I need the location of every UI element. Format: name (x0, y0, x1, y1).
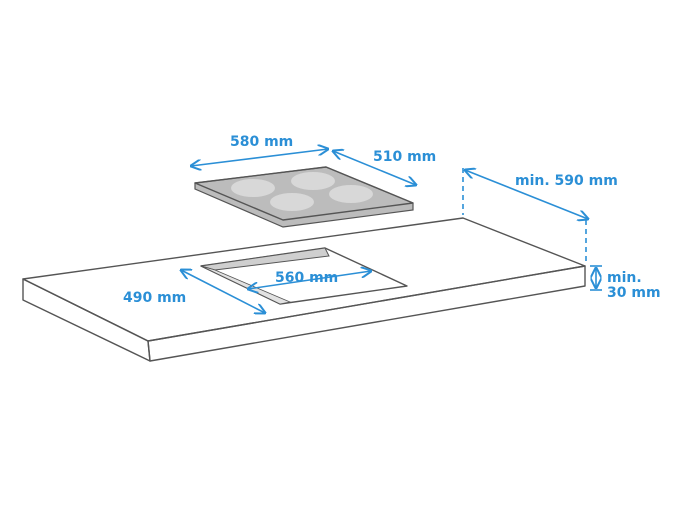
cutout-depth-label: 490 mm (123, 290, 186, 306)
cutout-width-arrow (248, 271, 371, 289)
thickness-label-line2: 30 mm (607, 285, 661, 301)
thickness-label-line1: min. (607, 270, 642, 286)
burner-front-right (329, 185, 373, 203)
hob-width-arrow (191, 149, 328, 166)
hob-width-label: 580 mm (230, 134, 293, 150)
cutout-depth-arrow (181, 270, 265, 313)
hob-depth-label: 510 mm (373, 149, 436, 165)
clearance-back-label: min. 590 mm (515, 173, 618, 189)
burner-back-right (291, 172, 335, 190)
burner-front-left (270, 193, 314, 211)
countertop-side-edge (147, 265, 586, 362)
hob-top (194, 166, 414, 221)
burner-back-left (231, 179, 275, 197)
countertop (22, 217, 586, 362)
hob-depth-arrow (333, 151, 416, 185)
hob (194, 166, 414, 228)
dimensions (181, 149, 602, 313)
dimension-labels: 580 mm 510 mm min. 590 mm 560 mm 490 mm … (123, 134, 661, 306)
cutout-width-label: 560 mm (275, 270, 338, 286)
clearance-back-arrow (465, 170, 588, 219)
